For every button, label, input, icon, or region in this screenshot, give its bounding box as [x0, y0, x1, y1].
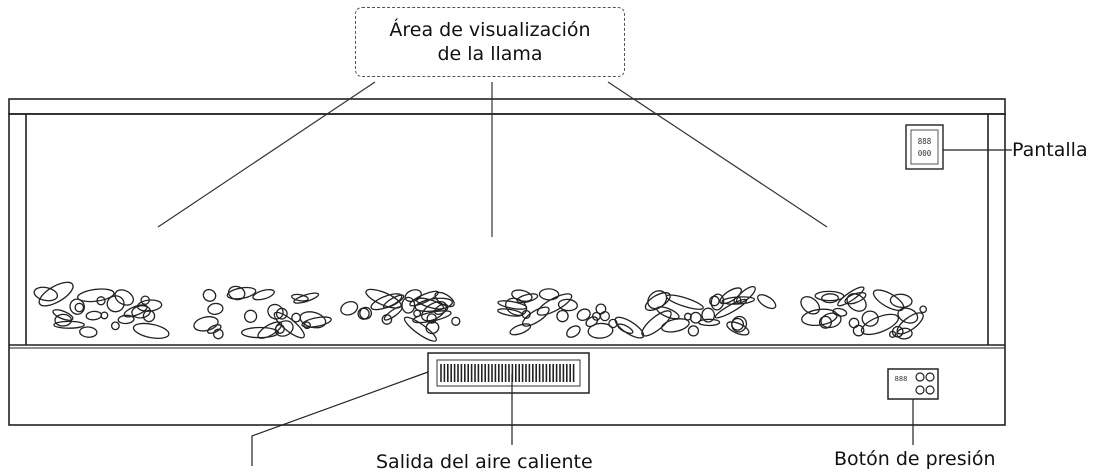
- hot-air-outlet-label: Salida del aire caliente: [376, 451, 593, 473]
- flame-area-label-line1: Área de visualización: [389, 19, 591, 41]
- push-button-1[interactable]: [915, 372, 925, 382]
- flame-area-label-line2: de la llama: [437, 43, 543, 65]
- push-button-4[interactable]: [925, 385, 935, 395]
- flame-area-leaders: [157, 81, 828, 237]
- push-button-3[interactable]: [915, 385, 925, 395]
- push-button-label: Botón de presión: [834, 448, 996, 470]
- push-button-2[interactable]: [925, 372, 935, 382]
- display-panel: 888 000: [905, 124, 944, 170]
- log-bed: [33, 281, 928, 342]
- button-panel-digits: 888: [895, 375, 908, 383]
- display-row-1: 888: [918, 137, 932, 146]
- display-row-2: 000: [918, 149, 932, 158]
- push-button-panel[interactable]: 888: [887, 368, 939, 400]
- fireplace-top-trim: [8, 98, 1006, 115]
- display-label: Pantalla: [1012, 139, 1088, 161]
- flame-area-callout: Área de visualización de la llama: [355, 7, 625, 77]
- outlet-left-leader: [251, 371, 429, 466]
- hot-air-grille: [427, 352, 590, 394]
- fireplace-body: [8, 113, 1006, 426]
